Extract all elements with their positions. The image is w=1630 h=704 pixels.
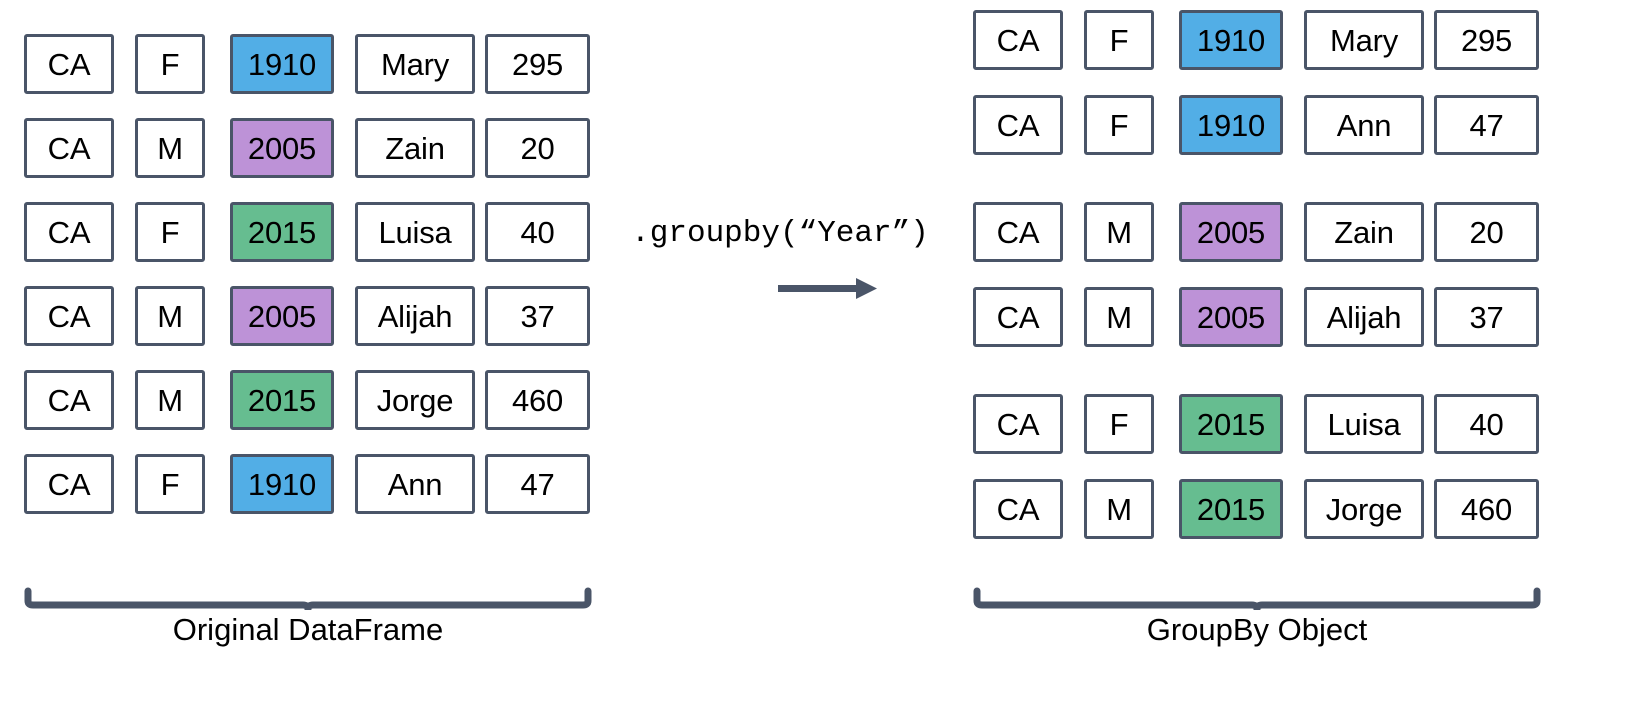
cell-year: 1910 [1179,10,1283,70]
cell-sex: M [1084,202,1154,262]
cell-name: Zain [355,118,475,178]
cell-state: CA [24,370,114,430]
cell-sex: M [135,370,205,430]
cell-count: 20 [1434,202,1539,262]
original-dataframe-brace [24,565,592,610]
cell-count: 40 [485,202,590,262]
cell-name: Alijah [1304,287,1424,347]
cell-year: 2005 [230,286,334,346]
cell-sex: M [1084,287,1154,347]
cell-sex: M [1084,479,1154,539]
cell-count: 20 [485,118,590,178]
cell-name: Mary [1304,10,1424,70]
cell-name: Ann [355,454,475,514]
cell-name: Ann [1304,95,1424,155]
cell-sex: F [135,454,205,514]
cell-count: 460 [485,370,590,430]
cell-sex: F [1084,95,1154,155]
original-dataframe-caption: Original DataFrame [172,612,444,647]
cell-state: CA [24,34,114,94]
cell-year: 2005 [1179,287,1283,347]
cell-year: 1910 [1179,95,1283,155]
cell-state: CA [24,454,114,514]
cell-year: 2015 [1179,394,1283,454]
cell-state: CA [973,10,1063,70]
cell-name: Alijah [355,286,475,346]
cell-count: 37 [1434,287,1539,347]
cell-name: Zain [1304,202,1424,262]
cell-count: 295 [485,34,590,94]
cell-sex: F [1084,394,1154,454]
cell-state: CA [973,479,1063,539]
cell-count: 295 [1434,10,1539,70]
groupby-operation-label: .groupby(“Year”) [631,216,929,251]
cell-name: Luisa [1304,394,1424,454]
cell-state: CA [973,394,1063,454]
cell-year: 2005 [230,118,334,178]
cell-sex: M [135,118,205,178]
cell-count: 37 [485,286,590,346]
cell-year: 1910 [230,34,334,94]
groupby-object-caption: GroupBy Object [1146,612,1368,647]
cell-sex: F [135,34,205,94]
cell-count: 47 [485,454,590,514]
cell-name: Luisa [355,202,475,262]
cell-sex: M [135,286,205,346]
cell-year: 2015 [230,370,334,430]
arrow-right-icon [770,272,885,306]
cell-year: 2015 [230,202,334,262]
cell-state: CA [24,202,114,262]
cell-state: CA [973,287,1063,347]
cell-state: CA [973,202,1063,262]
cell-year: 2005 [1179,202,1283,262]
cell-year: 1910 [230,454,334,514]
groupby-object-brace [973,565,1541,610]
cell-name: Mary [355,34,475,94]
cell-state: CA [973,95,1063,155]
cell-name: Jorge [355,370,475,430]
cell-name: Jorge [1304,479,1424,539]
cell-year: 2015 [1179,479,1283,539]
cell-state: CA [24,286,114,346]
cell-count: 47 [1434,95,1539,155]
cell-sex: F [135,202,205,262]
cell-state: CA [24,118,114,178]
cell-count: 460 [1434,479,1539,539]
cell-sex: F [1084,10,1154,70]
cell-count: 40 [1434,394,1539,454]
